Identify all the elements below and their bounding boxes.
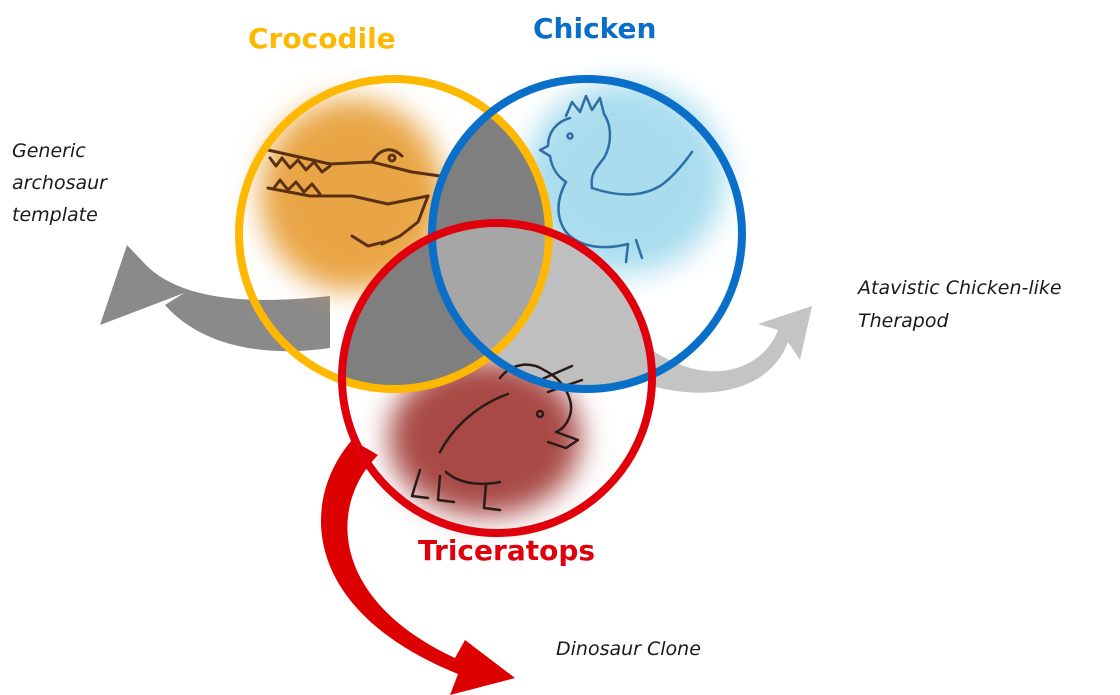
svg-text:template: template bbox=[12, 204, 98, 226]
svg-text:Therapod: Therapod bbox=[858, 310, 949, 332]
svg-text:Dinosaur Clone: Dinosaur Clone bbox=[556, 638, 701, 660]
svg-text:Atavistic Chicken-like: Atavistic Chicken-like bbox=[856, 277, 1062, 299]
svg-text:Generic: Generic bbox=[12, 140, 86, 162]
crocodile-label: Crocodile bbox=[248, 22, 396, 55]
generic-template-note: Generic archosaur template bbox=[12, 140, 108, 226]
atavistic-therapod-arrow bbox=[652, 306, 812, 393]
triceratops-label: Triceratops bbox=[418, 534, 595, 567]
atavistic-therapod-note: Atavistic Chicken-like Therapod bbox=[856, 277, 1062, 332]
chicken-label: Chicken bbox=[533, 12, 656, 45]
svg-text:archosaur: archosaur bbox=[12, 172, 108, 194]
dinosaur-clone-note: Dinosaur Clone bbox=[556, 638, 701, 660]
